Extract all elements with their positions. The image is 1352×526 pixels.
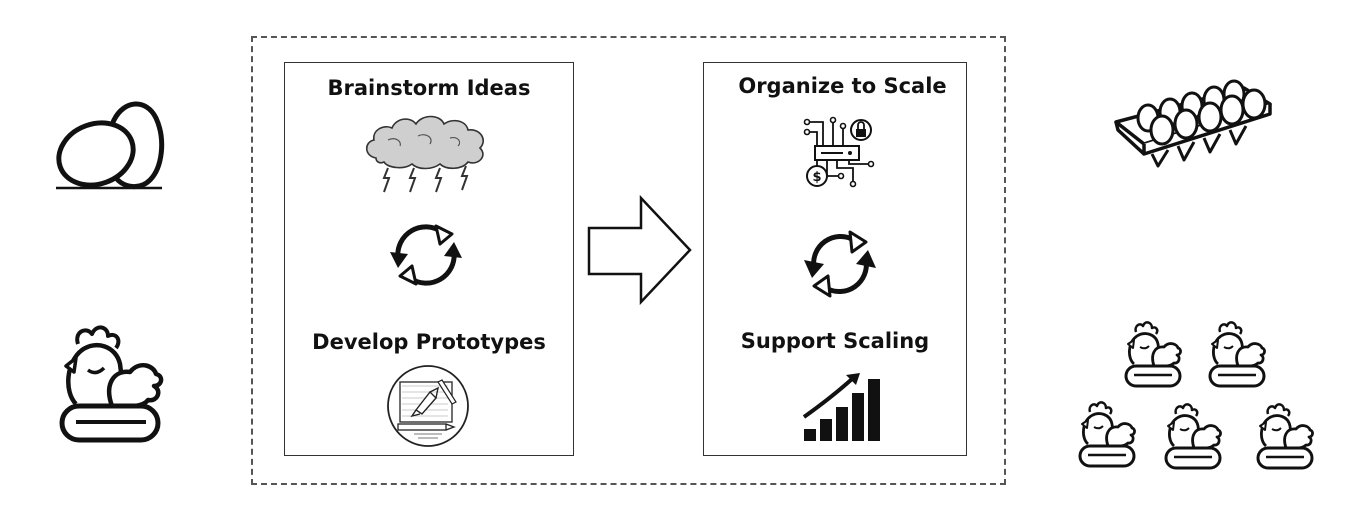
growth-bars-icon bbox=[802, 373, 880, 441]
hen-in-nest-icon bbox=[59, 325, 164, 443]
right-arrow-icon bbox=[587, 194, 692, 306]
egg-carton-icon bbox=[1114, 79, 1272, 168]
svg-text:$: $ bbox=[812, 170, 821, 185]
refresh-cycle-icon bbox=[390, 224, 462, 286]
blueprint-rocket-icon bbox=[387, 365, 469, 447]
develop-prototypes-label: Develop Prototypes bbox=[312, 330, 546, 354]
hens-flock-icon bbox=[1078, 320, 1315, 470]
eggs-icon bbox=[56, 101, 165, 190]
scaling-panel bbox=[703, 62, 967, 456]
process-frame bbox=[251, 36, 1006, 485]
refresh-cycle-icon-right bbox=[804, 230, 876, 298]
support-scaling-label: Support Scaling bbox=[740, 329, 930, 353]
storm-cloud-icon bbox=[365, 115, 484, 193]
circuit-lock-dollar-icon: $ bbox=[803, 116, 875, 188]
brainstorm-ideas-label: Brainstorm Ideas bbox=[327, 76, 531, 100]
organize-to-scale-label: Organize to Scale bbox=[738, 74, 947, 98]
